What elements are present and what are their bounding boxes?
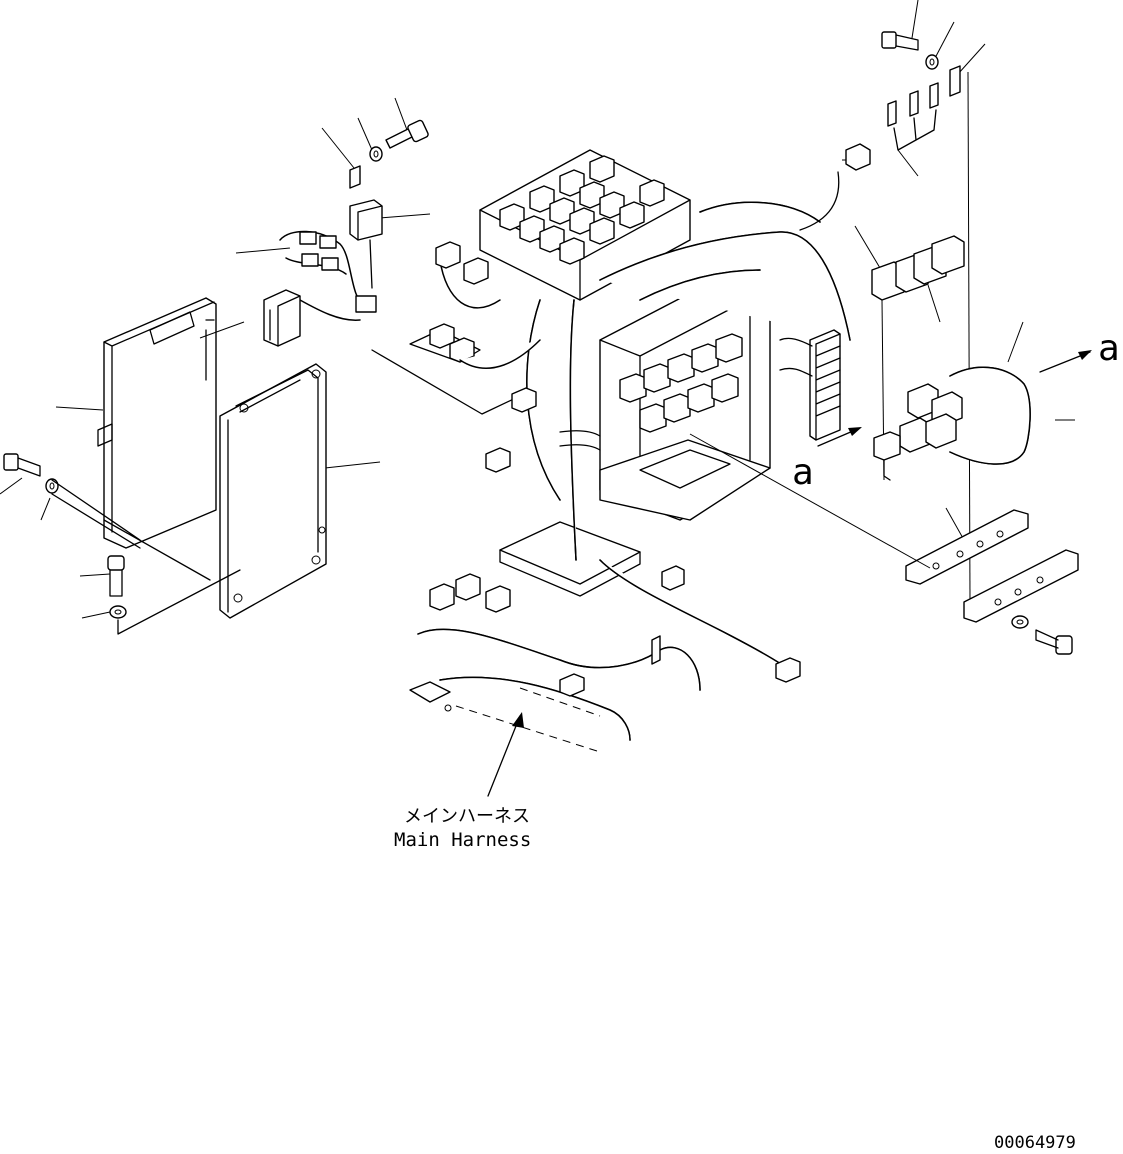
terminal-lugs	[887, 65, 961, 151]
controller-unit	[97, 297, 245, 549]
side-connector-stack	[779, 329, 841, 441]
relay-harness-left	[279, 230, 377, 321]
relay-group-right	[871, 235, 965, 481]
bolt-top-center	[349, 119, 429, 189]
main-harness-label-jp: メインハーネス	[404, 806, 530, 827]
view-marker-right: a	[1098, 328, 1120, 369]
bolt-left	[3, 453, 211, 581]
main-harness-label-en: Main Harness	[394, 829, 531, 851]
connector-block	[263, 289, 301, 347]
main-harness-pointer	[487, 712, 524, 797]
mounting-plate	[219, 363, 327, 619]
relay-top	[349, 199, 383, 289]
relay-cluster-top	[479, 149, 691, 301]
relay-cluster-frame	[619, 333, 743, 433]
leader-lines	[0, 0, 1075, 619]
harness-left-branch	[371, 241, 541, 473]
bracket-right	[689, 433, 1079, 655]
view-marker-left: a	[792, 452, 814, 493]
drawing-number: 00064979	[994, 1133, 1076, 1149]
main-harness-trunks	[526, 143, 871, 561]
view-arrows	[817, 350, 1092, 447]
sub-harness-right	[873, 366, 1031, 481]
lower-harness	[409, 559, 801, 753]
bolt-top-right	[881, 31, 939, 70]
bolt-left-lower	[107, 555, 241, 635]
